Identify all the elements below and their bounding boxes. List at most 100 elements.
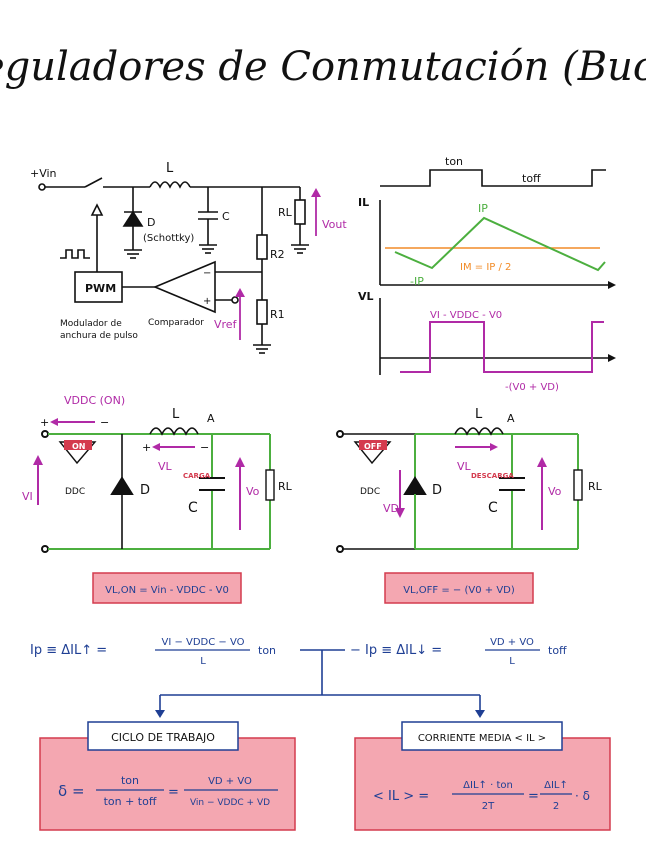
toff-label: toff [522,172,541,185]
on-equation-box [92,572,242,604]
ip-off-lhs: − Ip ≡ ΔIL↓ = [350,643,442,658]
ip-on-num: VI − VDDC − VO [161,637,244,648]
off-d-label: D [432,483,442,498]
duty-cycle-label: CICLO DE TRABAJO [111,731,215,744]
on-plus-2: + [142,441,151,454]
off-state-circuit [336,427,583,553]
il-triangle-wave [394,216,606,272]
mean-lhs: < IL > = [373,789,429,804]
on-equation: VL,ON = Vin - VDDC - V0 [105,585,229,596]
duty-f2-num: VD + VO [208,776,252,787]
resistor-r2 [256,234,268,260]
on-plus-1: + [40,416,49,429]
ip-on-t: ton [258,644,276,657]
off-c-label: C [488,500,498,516]
ip-on-den: L [200,656,206,667]
on-minus-2: − [200,441,209,454]
im-label: IM = IP / 2 [460,262,511,273]
on-vo-label: Vo [246,485,260,498]
pulse-symbol [60,249,90,259]
mean-current-label: CORRIENTE MEDIA < IL > [418,733,546,744]
duty-f1-den: ton + toff [104,795,157,808]
on-minus-1: − [100,416,109,429]
diode-label: D [147,216,155,229]
off-node-a: A [507,412,515,425]
off-ddc-label: DDC [360,487,380,497]
off-diode [403,476,427,495]
on-rl-label: RL [278,480,293,493]
buck-circuit [38,177,309,354]
page-title: Reguladores de Conmutación (Buck) [0,44,646,90]
r1-label: R1 [270,308,285,321]
off-rl-label: RL [588,480,603,493]
ton-label: ton [445,155,463,168]
vin-label: +Vin [30,167,57,180]
vl-label: VL [358,290,374,303]
mean-f2-num: ΔIL↑ [544,780,568,791]
on-vl-label: VL [158,460,173,473]
ip-off-num: VD + VO [490,637,534,648]
pwm-caption-1: Modulador de [60,319,122,329]
duty-delta: δ = [58,782,85,800]
on-c-label: C [188,500,198,516]
on-l-label: L [172,407,180,422]
on-inductor [149,427,199,436]
mean-current-tag [401,721,563,751]
off-vd-label: VD [383,502,399,515]
duty-cycle-tag [87,721,239,751]
comparator [152,260,216,314]
on-diode [110,476,134,495]
comparator-plus: + [203,296,211,307]
duty-f1-num: ton [121,774,139,787]
switch [84,177,103,188]
rl-label: RL [278,206,293,219]
on-vddc-label: VDDC (ON) [64,394,125,407]
ip-off-den: L [509,656,515,667]
ip-on-lhs: Ip ≡ ΔIL↑ = [30,643,107,658]
ip-off-t: toff [548,644,567,657]
off-inductor [454,427,504,436]
pwm-block [74,271,123,303]
on-d-label: D [140,483,150,498]
vout-label: Vout [322,218,347,231]
inductor-l [149,181,191,189]
pwm-label: PWM [85,282,116,295]
r2-label: R2 [270,248,285,261]
vl-off-label: -(V0 + VD) [505,382,559,393]
schottky-label: (Schottky) [143,233,194,244]
neg-ip-label: -IP [410,275,424,288]
comparator-minus: − [203,268,211,279]
resistor-r1 [256,299,268,325]
duty-f2-den: Vin − VDDC + VD [190,798,270,808]
il-label: IL [358,196,369,209]
duty-cycle-box [39,737,296,831]
vref-label: Vref [214,318,238,331]
duty-eq: = [168,785,179,800]
mean-f1-den: 2T [482,801,495,812]
mean-eq: = [528,789,539,804]
mean-tail: · δ [575,789,590,803]
descarga-label: DESCARGA [471,472,514,480]
on-ddc-label: DDC [65,487,85,497]
on-vi-label: VI [22,490,33,503]
on-state-circuit [33,418,275,553]
mean-f2-den: 2 [553,801,559,812]
vl-on-label: VI - VDDC - V0 [430,310,502,321]
carga-label: CARGA [183,472,211,480]
capacitor-label: C [222,210,230,223]
off-equation: VL,OFF = − (V0 + VD) [403,585,515,596]
diode-d [122,210,144,227]
off-vo-label: Vo [548,485,562,498]
inductor-label: L [166,161,174,176]
off-badge: OFF [364,442,382,451]
pwm-caption-2: anchura de pulso [60,331,138,341]
mean-current-box [354,737,611,831]
off-equation-box [384,572,534,604]
vin-terminal [38,183,46,191]
formula-connector [159,649,481,712]
comparator-label: Comparador [148,318,204,328]
resistor-rl [294,199,306,225]
off-vl-label: VL [457,460,472,473]
peak-current-formulas: Ip ≡ ΔIL↑ = VI − VDDC − VO L ton − Ip ≡ … [30,637,567,667]
